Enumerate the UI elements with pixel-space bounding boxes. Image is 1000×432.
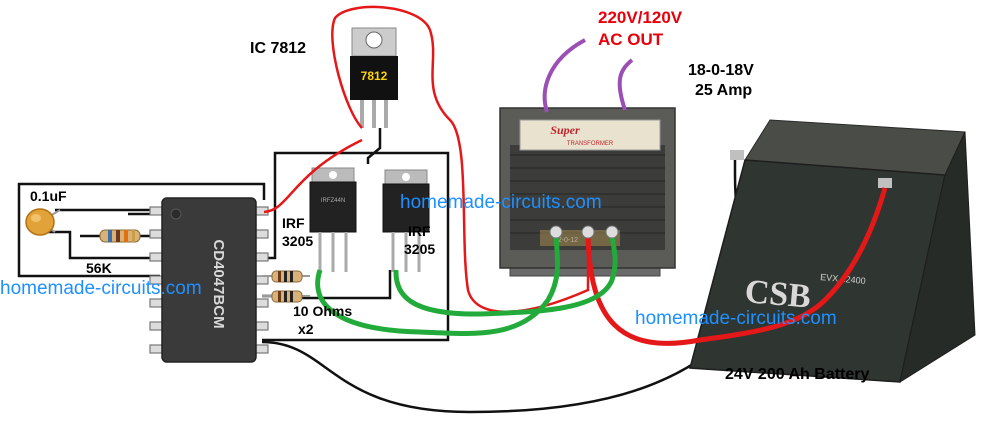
watermark: homemade-circuits.com bbox=[400, 192, 602, 213]
gate-resistors bbox=[262, 270, 310, 303]
label-ic-7812: IC 7812 bbox=[250, 40, 307, 57]
label-battery: 24V 200 Ah Battery bbox=[725, 366, 870, 383]
ic-7812-marking: 7812 bbox=[361, 69, 388, 83]
wire-reg-ground bbox=[366, 128, 382, 164]
wire-ic-supply bbox=[263, 138, 363, 214]
watermark: homemade-circuits.com bbox=[0, 278, 202, 299]
transformer-brand: Super bbox=[550, 123, 580, 137]
ic-chip-marking: CD4047BCM bbox=[210, 239, 227, 328]
label-ac-out-voltage: 220V/120V bbox=[598, 8, 683, 27]
mosfet-2 bbox=[382, 169, 430, 272]
wire-box-right bbox=[262, 151, 450, 342]
red-wires bbox=[263, 5, 590, 313]
wire-battery-positive bbox=[585, 187, 888, 346]
purple-wires bbox=[542, 38, 634, 113]
label-gate-resistors-2: x2 bbox=[298, 321, 314, 337]
regulator-7812: 7812 bbox=[350, 27, 398, 128]
wire-green-1 bbox=[315, 235, 560, 337]
svg-text:IRFZ44N: IRFZ44N bbox=[321, 198, 345, 204]
wire-ac-out-2 bbox=[617, 58, 634, 111]
resistor-56k bbox=[99, 229, 141, 243]
label-transformer-spec-2: 25 Amp bbox=[695, 82, 753, 99]
battery: CSB EVX 12400 bbox=[689, 119, 976, 384]
wire-reg-loop bbox=[331, 5, 590, 313]
ic-body bbox=[161, 197, 257, 363]
capacitor-0-1uf bbox=[25, 208, 61, 236]
label-mosfet1-b: 3205 bbox=[282, 233, 314, 249]
transformer-terminals bbox=[549, 225, 619, 239]
mosfet-1: IRFZ44N bbox=[309, 167, 357, 272]
wire-cap-bottom bbox=[48, 230, 160, 260]
ic-chip: CD4047BCM bbox=[149, 197, 269, 363]
wire-ac-out-1 bbox=[542, 38, 586, 113]
label-mosfet1-a: IRF bbox=[282, 215, 305, 231]
wire-green-2 bbox=[393, 235, 618, 317]
label-mosfet2-a: IRF bbox=[408, 223, 431, 239]
label-ac-out: AC OUT bbox=[598, 30, 664, 49]
label-capacitor: 0.1uF bbox=[30, 188, 67, 204]
battery-brand: CSB bbox=[743, 273, 812, 316]
label-mosfet2-b: 3205 bbox=[404, 241, 436, 257]
label-transformer-spec-1: 18-0-18V bbox=[688, 62, 754, 79]
transformer-sub: TRANSFORMER bbox=[567, 141, 614, 147]
green-wires bbox=[315, 235, 618, 337]
watermark: homemade-circuits.com bbox=[635, 308, 837, 329]
label-resistor-56k: 56K bbox=[86, 260, 112, 276]
label-gate-resistors-1: 10 Ohms bbox=[293, 303, 353, 319]
